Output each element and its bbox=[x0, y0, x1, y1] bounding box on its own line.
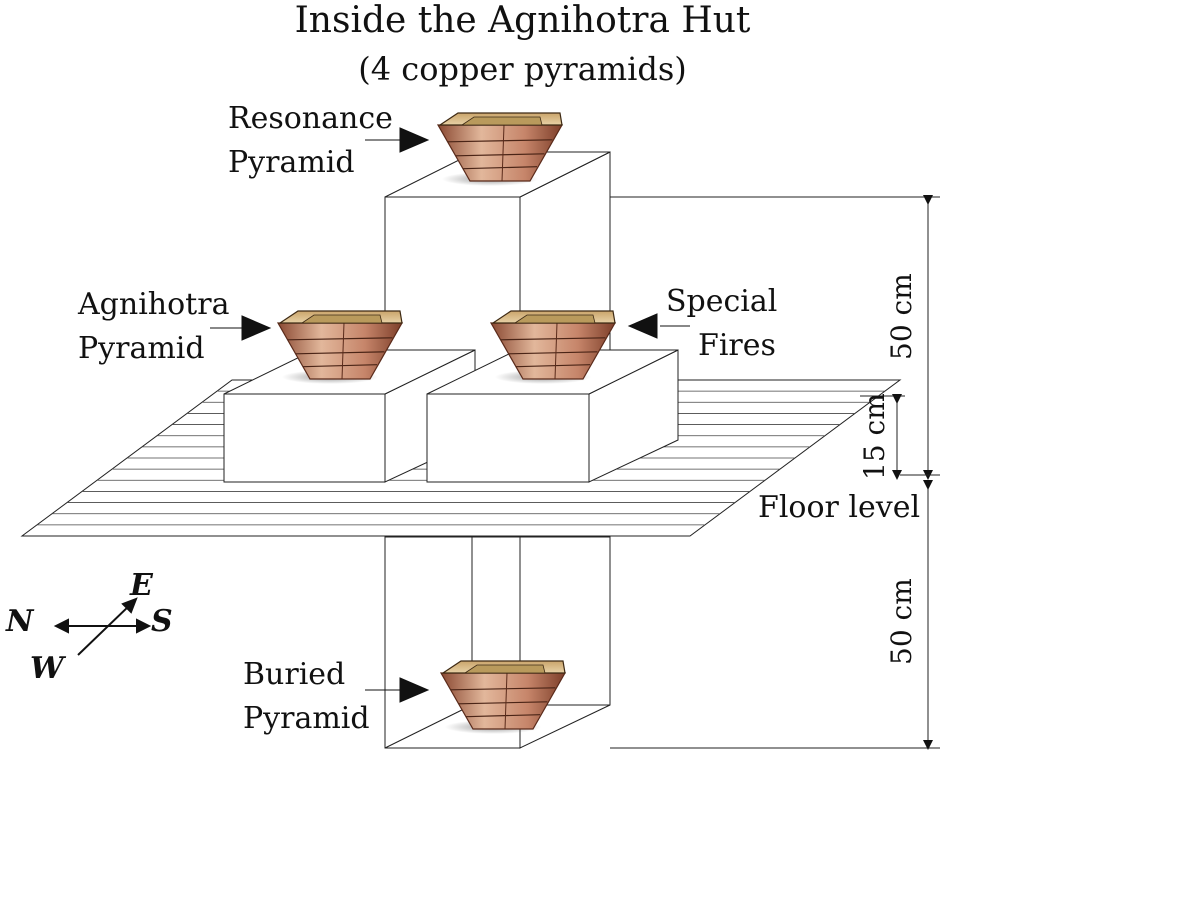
lower-dimension-label: 50 cm bbox=[885, 578, 918, 665]
compass-icon bbox=[53, 597, 152, 656]
block-height-label: 15 cm bbox=[858, 393, 891, 480]
agnihotra-arrow-icon bbox=[241, 315, 272, 341]
buried-label-line1: Buried bbox=[243, 657, 346, 692]
compass-west-label: W bbox=[30, 651, 64, 686]
resonance-pyramid-icon bbox=[436, 112, 564, 186]
special-fires-arrow-icon bbox=[627, 313, 658, 339]
upper-dimension-label: 50 cm bbox=[885, 273, 918, 360]
special-label-line2: Fires bbox=[698, 328, 776, 363]
special-fires-block bbox=[426, 349, 679, 483]
floor-level-label: Floor level bbox=[758, 490, 921, 525]
compass-east-label: E bbox=[130, 568, 153, 603]
resonance-label-line1: Resonance bbox=[228, 101, 393, 136]
compass-south-label: S bbox=[151, 604, 173, 639]
page-subtitle: (4 copper pyramids) bbox=[358, 50, 687, 88]
page-title: Inside the Agnihotra Hut bbox=[294, 0, 751, 41]
buried-arrow-icon bbox=[399, 677, 430, 703]
special-fires-pyramid-icon bbox=[489, 310, 617, 384]
dimension-lines bbox=[610, 195, 940, 750]
compass-north-label: N bbox=[6, 604, 34, 639]
label-arrows bbox=[210, 127, 690, 703]
buried-label-line2: Pyramid bbox=[243, 701, 370, 736]
resonance-arrow-icon bbox=[399, 127, 430, 153]
resonance-label-line2: Pyramid bbox=[228, 145, 355, 180]
agnihotra-pyramid-icon bbox=[276, 310, 404, 384]
buried-pyramid-icon bbox=[439, 660, 567, 734]
agnihotra-label-line1: Agnihotra bbox=[78, 287, 230, 322]
special-label-line1: Special bbox=[666, 284, 778, 319]
agnihotra-label-line2: Pyramid bbox=[78, 331, 205, 366]
